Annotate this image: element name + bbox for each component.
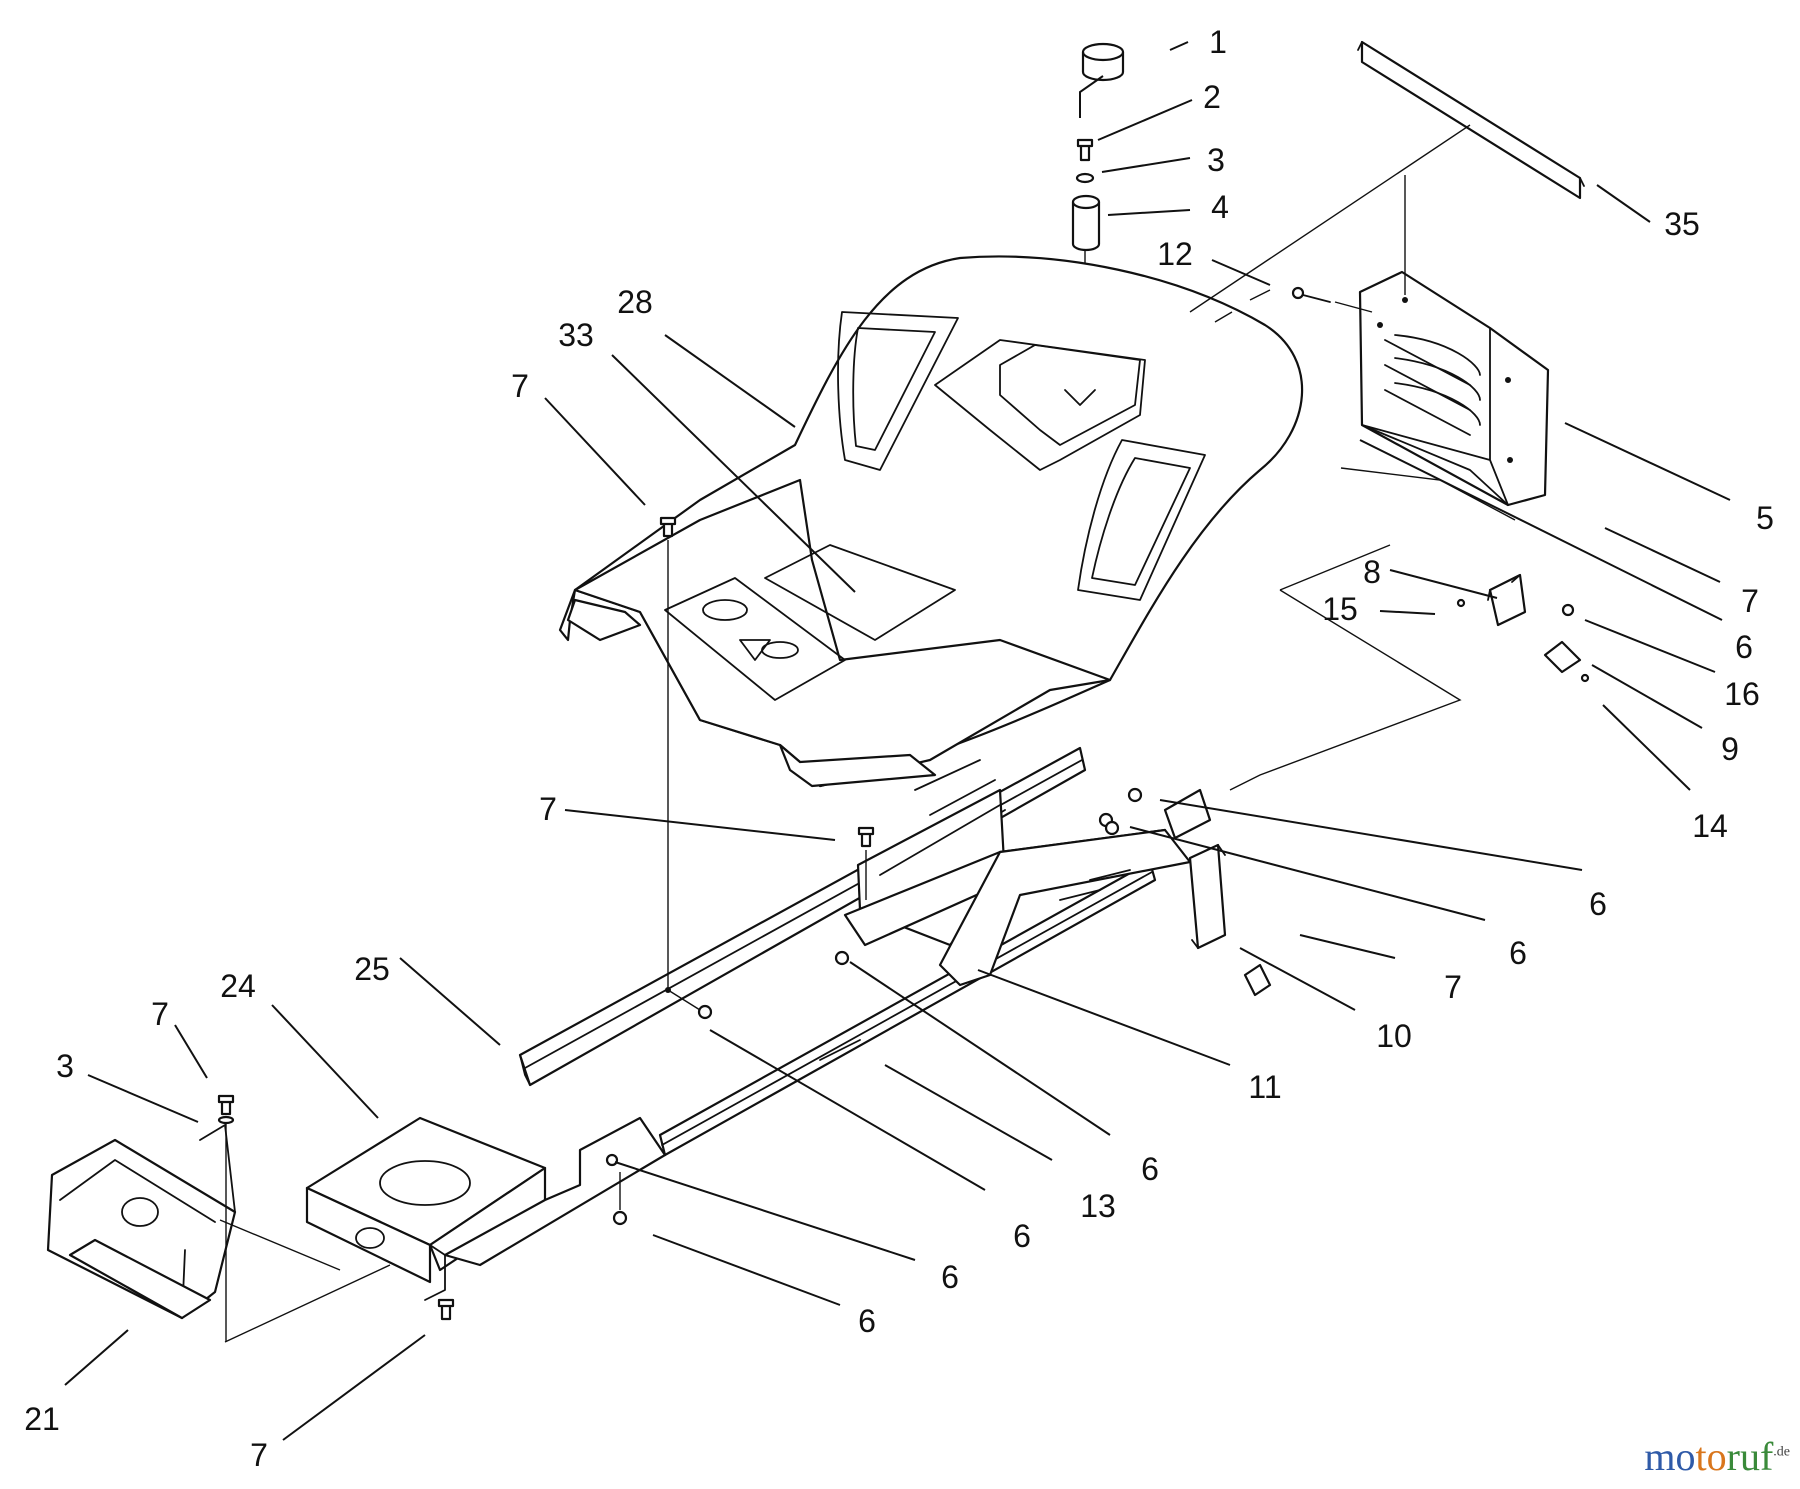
part-6-nut-f xyxy=(605,1153,619,1167)
part-15-screw xyxy=(1456,598,1466,608)
callout-15: 15 xyxy=(1322,591,1358,627)
callout-4: 4 xyxy=(1211,189,1229,225)
part-6-nut-g xyxy=(612,1210,628,1226)
part-10-bracket xyxy=(1188,843,1272,997)
part-6-nut-b xyxy=(697,1004,713,1020)
callout-14: 14 xyxy=(1692,808,1728,844)
part-16-nut xyxy=(1561,603,1575,617)
callout-3-b: 3 xyxy=(56,1048,74,1084)
callout-8: 8 xyxy=(1363,554,1381,590)
part-3-washer xyxy=(1075,172,1095,184)
part-6-nut-e xyxy=(1104,820,1120,836)
callout-3: 3 xyxy=(1207,142,1225,178)
part-7-bolt-a xyxy=(659,516,677,538)
part-12-bolt xyxy=(1291,286,1331,303)
callout-6-e: 6 xyxy=(1013,1218,1031,1254)
callout-7-b: 7 xyxy=(1741,583,1759,619)
callout-6-c: 6 xyxy=(1509,935,1527,971)
part-4-spacer xyxy=(1071,194,1101,252)
part-7-bolt-b xyxy=(857,826,875,848)
watermark-part2: to xyxy=(1695,1434,1727,1479)
callout-11: 11 xyxy=(1248,1069,1281,1105)
part-11-cross-channel xyxy=(843,828,1192,987)
part-7-bolt-d xyxy=(437,1298,455,1321)
callout-12: 12 xyxy=(1157,236,1193,272)
callout-6-b: 6 xyxy=(1589,886,1607,922)
callout-6-f: 6 xyxy=(941,1259,959,1295)
part-14-screw xyxy=(1580,673,1590,683)
callout-10: 10 xyxy=(1376,1018,1412,1054)
leader-lines xyxy=(64,41,1731,1441)
callout-24: 24 xyxy=(220,968,256,1004)
callout-7-c: 7 xyxy=(539,791,557,827)
watermark-logo: motoruf.de xyxy=(1644,1437,1790,1477)
callout-6-g: 6 xyxy=(858,1303,876,1339)
callout-1: 1 xyxy=(1209,24,1227,60)
part-1-knob xyxy=(1081,42,1125,82)
watermark-part3: ruf xyxy=(1726,1434,1774,1479)
callout-2: 2 xyxy=(1203,79,1221,115)
callout-16: 16 xyxy=(1724,676,1760,712)
callout-25: 25 xyxy=(354,951,390,987)
callout-13: 13 xyxy=(1080,1188,1116,1224)
callout-33: 33 xyxy=(558,317,594,353)
callout-6-a: 6 xyxy=(1735,629,1753,665)
watermark-suffix: .de xyxy=(1773,1444,1790,1460)
part-6-nut-a xyxy=(834,950,850,966)
part-35-bar xyxy=(1357,40,1585,200)
part-8-bracket xyxy=(1487,573,1527,627)
callout-7-a: 7 xyxy=(511,368,529,404)
part-6-nut-c xyxy=(1127,787,1143,803)
callout-7-e: 7 xyxy=(151,996,169,1032)
part-28-fender xyxy=(558,255,1304,788)
part-21-shield xyxy=(46,1124,237,1320)
callout-7-f: 7 xyxy=(250,1437,268,1473)
watermark-part1: mo xyxy=(1644,1434,1696,1479)
part-24-plate xyxy=(305,1116,547,1301)
callout-6-d: 6 xyxy=(1141,1151,1159,1187)
callout-9: 9 xyxy=(1721,731,1739,767)
callout-21: 21 xyxy=(24,1401,60,1437)
callout-35: 35 xyxy=(1664,206,1700,242)
callout-5: 5 xyxy=(1756,500,1774,536)
callout-numbers: 1 2 3 4 12 35 28 33 7 5 7 8 15 6 16 9 14… xyxy=(24,24,1774,1473)
part-7-bolt-c xyxy=(217,1094,235,1125)
part-2-screw xyxy=(1076,138,1094,162)
part-9-switch xyxy=(1543,640,1582,674)
callout-28: 28 xyxy=(617,284,653,320)
callout-7-d: 7 xyxy=(1444,969,1462,1005)
part-5-rear-shield xyxy=(1358,270,1550,507)
